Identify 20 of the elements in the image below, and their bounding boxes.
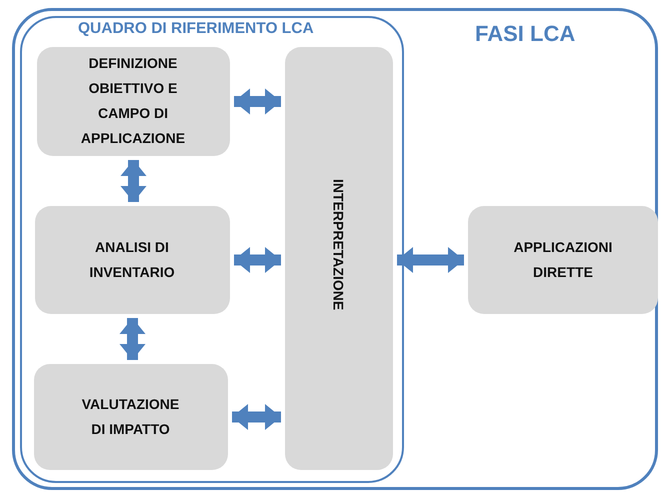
frame-title: QUADRO DI RIFERIMENTO LCA (78, 20, 314, 38)
double-arrow (232, 404, 281, 430)
box-label: INTERPRETAZIONE (330, 178, 348, 310)
box-label: ANALISI DI INVENTARIO (89, 238, 175, 282)
double-arrow (120, 160, 146, 202)
process-box (468, 206, 658, 314)
double-arrow (234, 88, 281, 114)
box-label: DEFINIZIONE OBIETTIVO E CAMPO DI APPLICAZIONE (80, 54, 186, 148)
process-box (34, 364, 228, 470)
double-arrow (397, 247, 464, 273)
process-box (34, 206, 230, 314)
double-arrow (120, 318, 146, 360)
inner-frame (20, 16, 404, 483)
double-arrow (234, 247, 281, 273)
process-box (36, 46, 230, 156)
outer-frame (12, 8, 658, 490)
process-box (284, 46, 392, 470)
box-label: VALUTAZIONE DI IMPATTO (82, 394, 180, 438)
frame-title: FASI LCA (475, 21, 576, 47)
box-label: APPLICAZIONI DIRETTE (514, 238, 612, 282)
